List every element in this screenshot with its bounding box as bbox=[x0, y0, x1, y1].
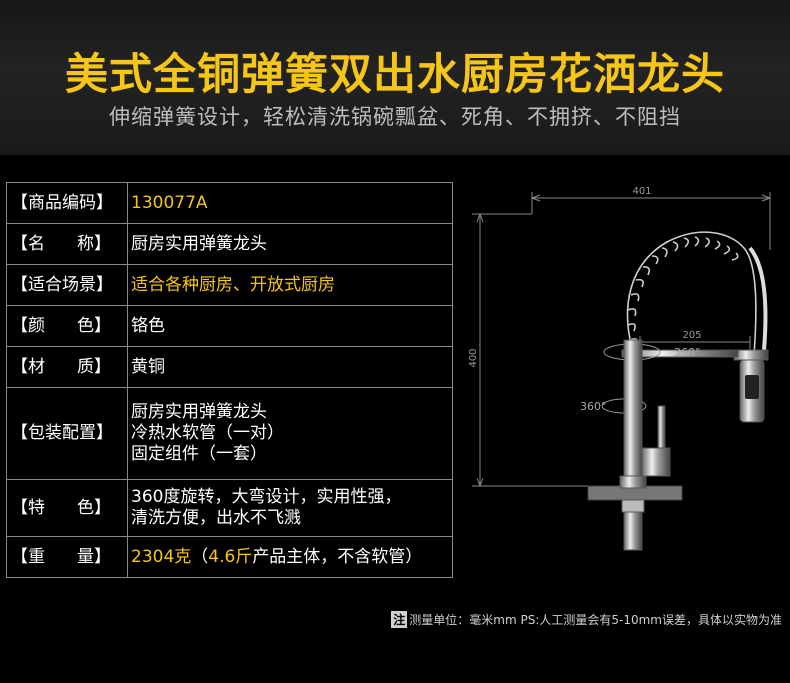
spec-row-material: 【材质】 黄铜 bbox=[6, 346, 453, 388]
note-text: 测量单位：毫米mm PS:人工测量会有5-10mm误差，具体以实物为准 bbox=[409, 613, 782, 627]
faucet-dimension-drawing: 401 400 205 360° 360° bbox=[468, 186, 771, 551]
measurement-note: 注测量单位：毫米mm PS:人工测量会有5-10mm误差，具体以实物为准 bbox=[391, 611, 782, 628]
rotation-label-mid: 360° bbox=[580, 400, 607, 413]
spec-label: 【包装配置】 bbox=[6, 387, 128, 480]
header-banner: 美式全铜弹簧双出水厨房花洒龙头 伸缩弹簧设计，轻松清洗锅碗瓢盆、死角、不拥挤、不… bbox=[0, 0, 790, 155]
spec-value: 适合各种厨房、开放式厨房 bbox=[127, 264, 453, 306]
spec-label: 【商品编码】 bbox=[6, 182, 128, 224]
spec-label: 【特色】 bbox=[6, 479, 128, 537]
spec-value: 厨房实用弹簧龙头 冷热水软管（一对） 固定组件（一套） bbox=[127, 387, 453, 480]
threaded-shank bbox=[623, 511, 643, 551]
spout-dimension-label: 205 bbox=[682, 330, 701, 341]
spec-value: 2304克（4.6斤产品主体，不含软管） bbox=[127, 536, 453, 578]
spec-value: 厨房实用弹簧龙头 bbox=[127, 223, 453, 265]
spec-label: 【颜色】 bbox=[6, 305, 128, 347]
rotation-label-top: 360° bbox=[674, 346, 701, 359]
spec-label: 【材质】 bbox=[6, 346, 128, 388]
spec-value: 铬色 bbox=[127, 305, 453, 347]
spec-row-code: 【商品编码】 130077A bbox=[6, 182, 453, 224]
spec-value: 黄铜 bbox=[127, 346, 453, 388]
page-subtitle: 伸缩弹簧设计，轻松清洗锅碗瓢盆、死角、不拥挤、不阻挡 bbox=[109, 105, 681, 129]
spec-label: 【重量】 bbox=[6, 536, 128, 578]
mount-nut bbox=[621, 499, 645, 513]
horizontal-arm bbox=[621, 349, 739, 358]
spray-holder bbox=[733, 349, 769, 361]
width-dimension bbox=[531, 192, 771, 250]
spec-row-weight: 【重量】 2304克（4.6斤产品主体，不含软管） bbox=[6, 536, 453, 578]
spray-button bbox=[745, 375, 759, 399]
spec-label: 【名称】 bbox=[6, 223, 128, 265]
spec-row-package: 【包装配置】 厨房实用弹簧龙头 冷热水软管（一对） 固定组件（一套） bbox=[6, 387, 453, 480]
note-tag: 注 bbox=[391, 611, 408, 628]
handle-lever bbox=[657, 405, 666, 455]
height-dimension bbox=[472, 213, 592, 487]
spec-row-color: 【颜色】 铬色 bbox=[6, 305, 453, 347]
height-dimension-label: 400 bbox=[468, 348, 479, 367]
spec-row-scene: 【适合场景】 适合各种厨房、开放式厨房 bbox=[6, 264, 453, 306]
faucet-body bbox=[623, 339, 643, 491]
spec-label: 【适合场景】 bbox=[6, 264, 128, 306]
handle-base bbox=[641, 447, 671, 477]
base-ring bbox=[619, 475, 647, 489]
page-title: 美式全铜弹簧双出水厨房花洒龙头 bbox=[65, 50, 725, 100]
width-dimension-label: 401 bbox=[632, 186, 651, 197]
spray-hose bbox=[748, 246, 768, 351]
spec-value: 130077A bbox=[127, 182, 453, 224]
spec-value: 360度旋转，大弯设计，实用性强， 清洗方便，出水不飞溅 bbox=[127, 479, 453, 537]
spec-row-feature: 【特色】 360度旋转，大弯设计，实用性强， 清洗方便，出水不飞溅 bbox=[6, 479, 453, 537]
spec-table: 【商品编码】 130077A 【名称】 厨房实用弹簧龙头 【适合场景】 适合各种… bbox=[6, 182, 453, 578]
spec-row-name: 【名称】 厨房实用弹簧龙头 bbox=[6, 223, 453, 265]
